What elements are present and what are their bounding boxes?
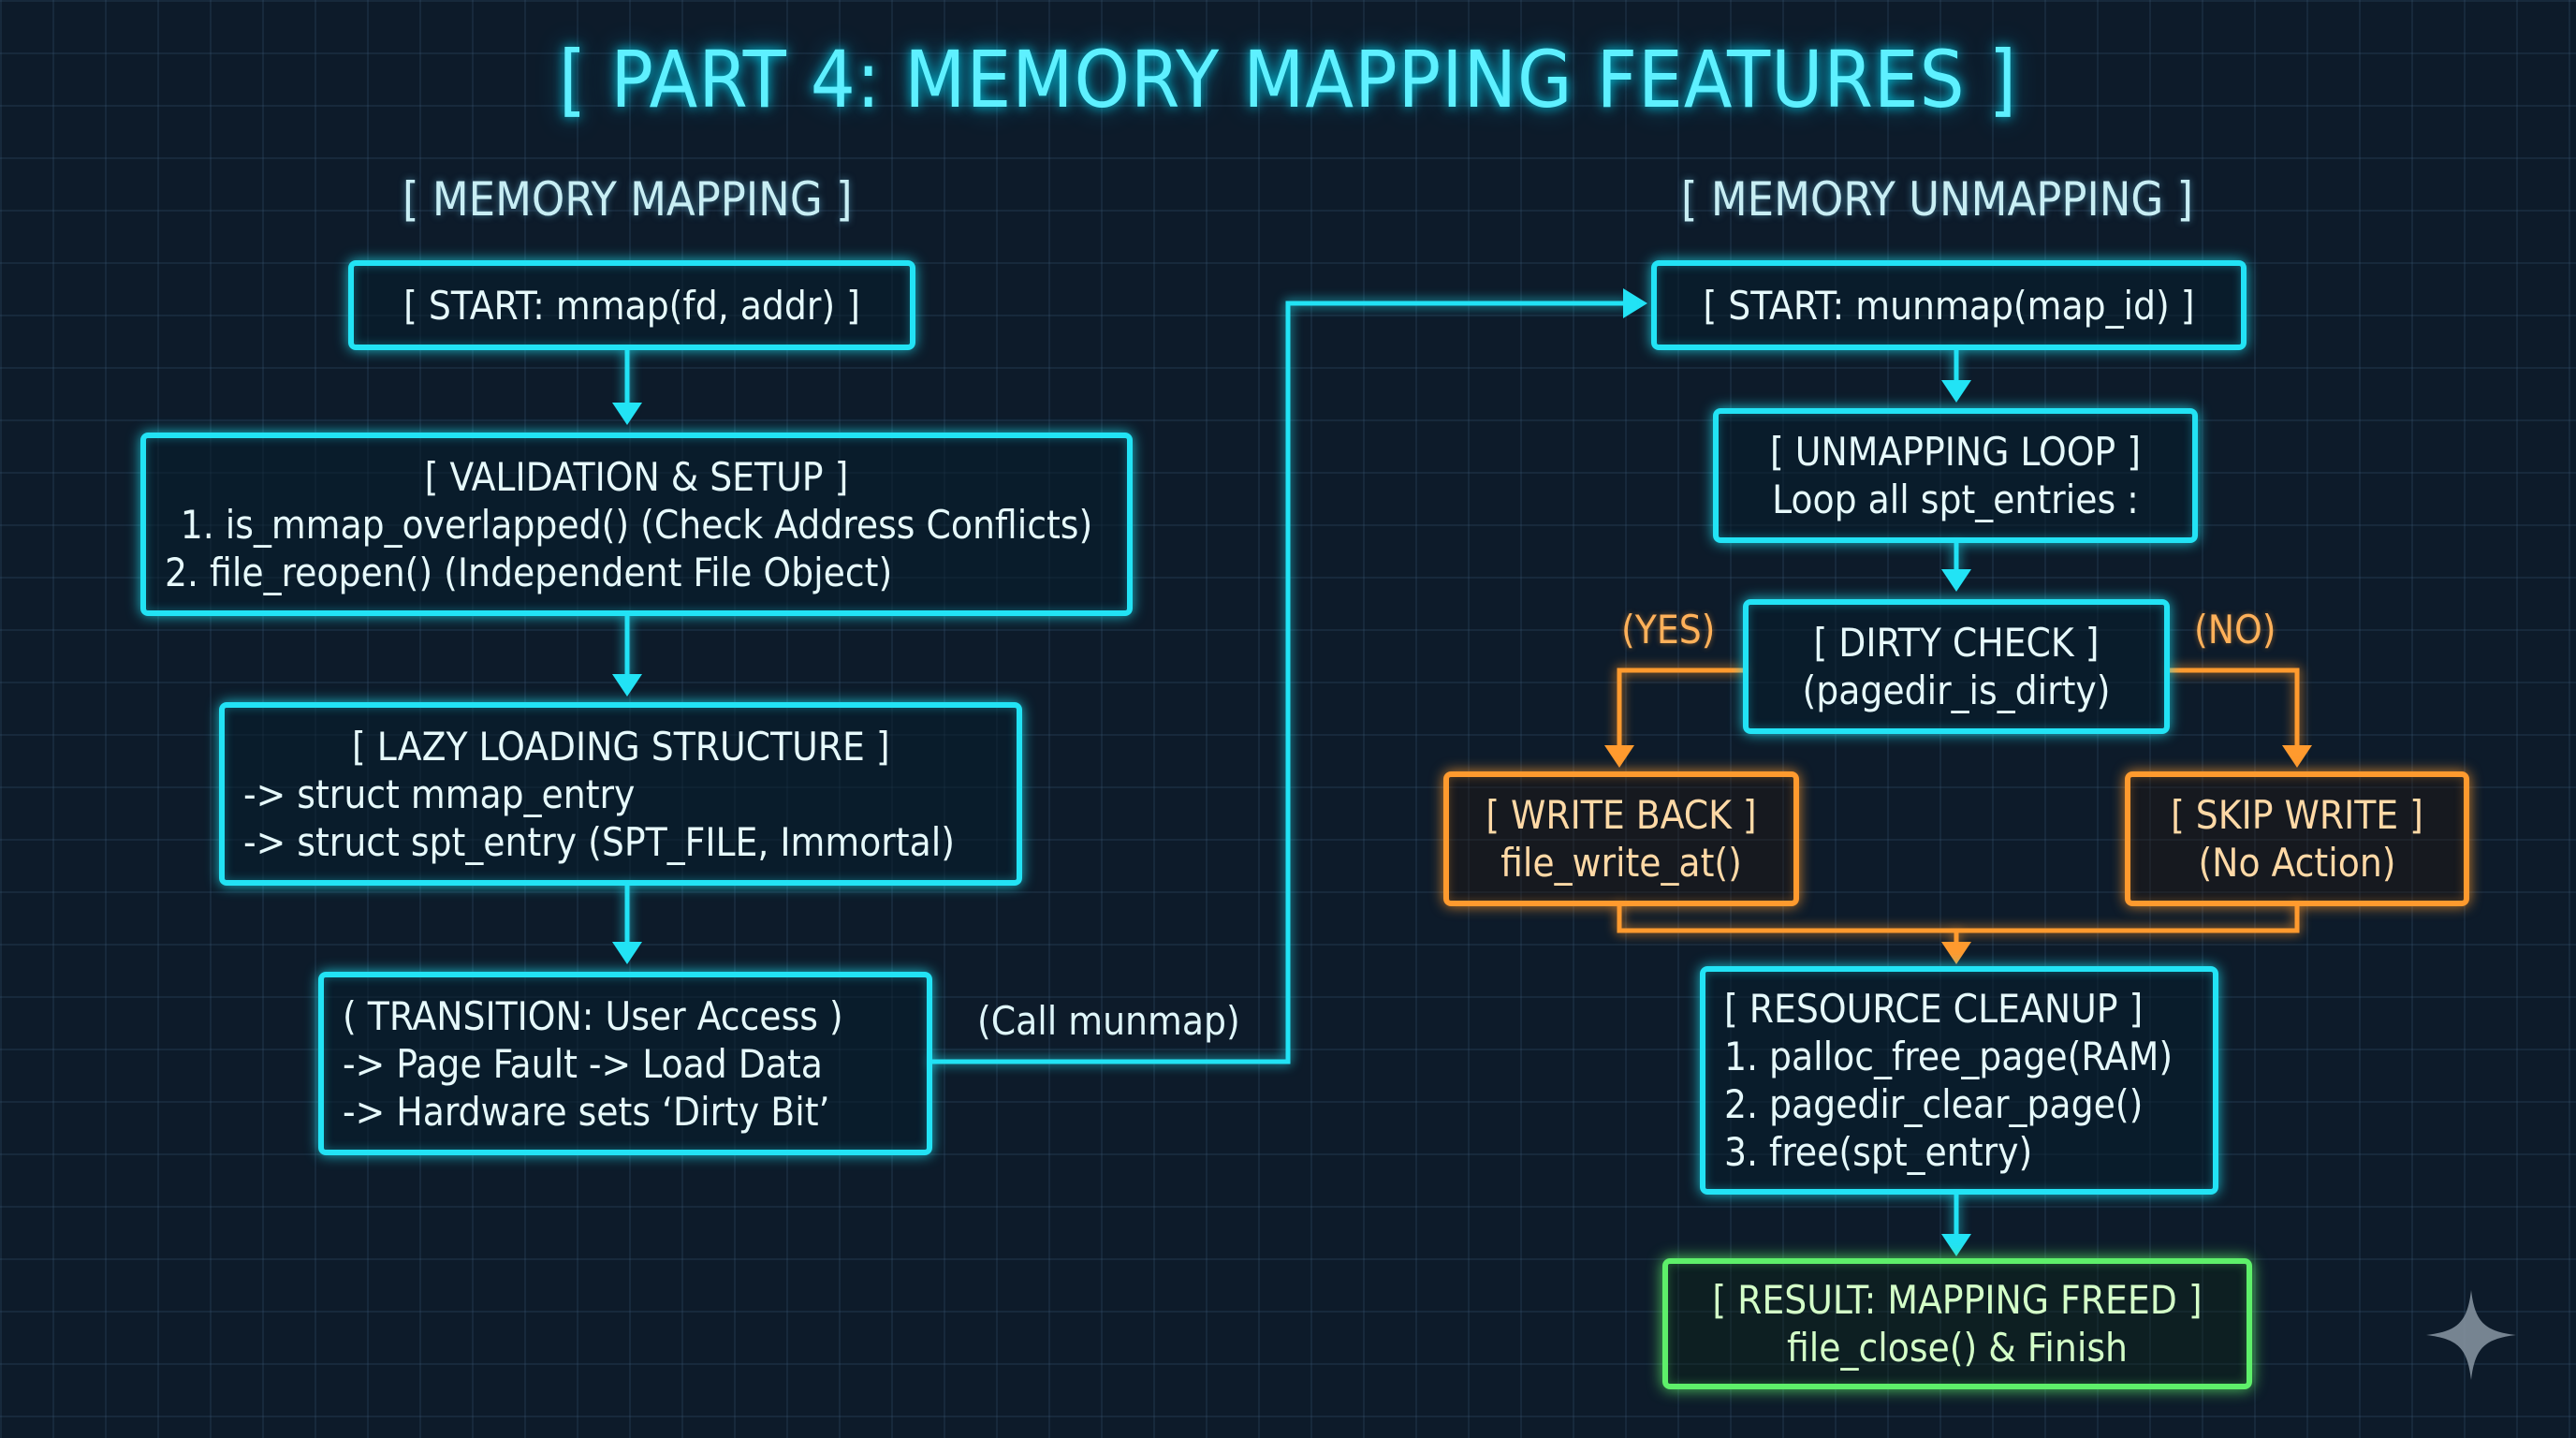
node-text: -> Page Fault -> Load Data <box>343 1040 823 1087</box>
node-text: file_close() & Finish <box>1786 1325 2128 1371</box>
node-skip-write: [ SKIP WRITE ] (No Action) <box>2125 771 2469 906</box>
arrowhead <box>1941 1234 1971 1256</box>
arrowhead <box>1941 380 1971 403</box>
label-call-munmap: (Call munmap) <box>977 998 1240 1044</box>
label-no: (NO) <box>2194 607 2276 653</box>
node-result: [ RESULT: MAPPING FREED ] file_close() &… <box>1662 1258 2252 1389</box>
node-title: [ WRITE BACK ] <box>1486 792 1757 838</box>
arrowhead <box>2282 745 2312 768</box>
memory-mapping-heading: [ MEMORY MAPPING ] <box>402 172 853 227</box>
arrowhead <box>612 942 642 964</box>
node-text: file_write_at() <box>1500 840 1742 886</box>
node-text: -> struct mmap_entry <box>243 770 636 817</box>
node-title: [ DIRTY CHECK ] <box>1813 620 2100 666</box>
label-yes: (YES) <box>1621 607 1716 653</box>
node-text: 2. pagedir_clear_page() <box>1724 1081 2144 1127</box>
node-title: ( TRANSITION: User Access ) <box>343 992 843 1039</box>
node-write-back: [ WRITE BACK ] file_write_at() <box>1443 771 1799 906</box>
node-resource-cleanup: [ RESOURCE CLEANUP ] 1. palloc_free_page… <box>1700 966 2218 1195</box>
arrowhead <box>1941 569 1971 592</box>
node-title: [ SKIP WRITE ] <box>2171 792 2423 838</box>
node-unmapping-loop: [ UNMAPPING LOOP ] Loop all spt_entries … <box>1713 408 2198 543</box>
node-text: -> struct spt_entry (SPT_FILE, Immortal) <box>243 818 955 865</box>
node-text: Loop all spt_entries : <box>1772 477 2139 522</box>
node-text: 3. free(spt_entry) <box>1724 1129 2033 1175</box>
arrowhead <box>1604 745 1634 768</box>
sparkle-icon <box>2426 1290 2516 1380</box>
node-lazy-loading: [ LAZY LOADING STRUCTURE ] -> struct mma… <box>219 702 1022 886</box>
node-text: 2. file_reopen() (Independent File Objec… <box>165 549 893 595</box>
node-validation-setup: [ VALIDATION & SETUP ] 1. is_mmap_overla… <box>140 433 1133 616</box>
node-text: [ START: munmap(map_id) ] <box>1703 282 2195 329</box>
node-title: [ VALIDATION & SETUP ] <box>424 453 849 500</box>
node-title: [ LAZY LOADING STRUCTURE ] <box>352 723 890 770</box>
arrowhead <box>1941 942 1971 964</box>
node-dirty-check: [ DIRTY CHECK ] (pagedir_is_dirty) <box>1743 599 2170 734</box>
node-start-munmap: [ START: munmap(map_id) ] <box>1651 260 2247 350</box>
node-text: -> Hardware sets ‘Dirty Bit’ <box>343 1088 830 1135</box>
node-text: 1. is_mmap_overlapped() (Check Address C… <box>180 501 1093 548</box>
edge-yes-branch <box>1617 668 1745 751</box>
node-start-mmap: [ START: mmap(fd, addr) ] <box>348 260 915 350</box>
node-transition: ( TRANSITION: User Access ) -> Page Faul… <box>318 972 932 1155</box>
arrowhead <box>612 674 642 697</box>
node-text: (No Action) <box>2198 840 2396 886</box>
arrowhead <box>612 403 642 425</box>
edge-merge <box>1617 902 2300 933</box>
node-title: [ UNMAPPING LOOP ] <box>1770 429 2141 475</box>
diagram-title: [ PART 4: MEMORY MAPPING FEATURES ] <box>558 34 2018 125</box>
node-text: (pagedir_is_dirty) <box>1802 668 2111 713</box>
edge-no-branch <box>2168 668 2300 751</box>
edge-call-munmap <box>927 301 1629 1064</box>
arrowhead <box>1623 288 1647 318</box>
node-title: [ RESOURCE CLEANUP ] <box>1724 986 2144 1032</box>
node-title: [ RESULT: MAPPING FREED ] <box>1712 1277 2203 1323</box>
node-text: [ START: mmap(fd, addr) ] <box>403 282 860 329</box>
memory-unmapping-heading: [ MEMORY UNMAPPING ] <box>1681 172 2194 227</box>
node-text: 1. palloc_free_page(RAM) <box>1724 1034 2174 1079</box>
